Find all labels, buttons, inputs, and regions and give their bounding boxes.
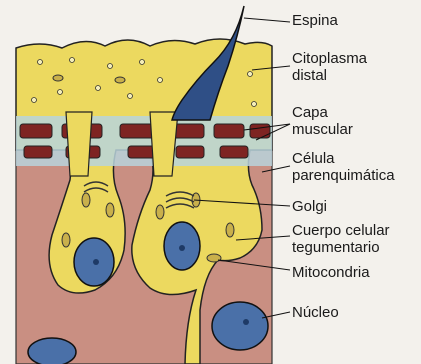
label-spine-text: Espina (292, 12, 338, 29)
label-parenchymal-cell-line2: parenquimática (292, 167, 395, 184)
label-muscle-layer-line1: Capa (292, 104, 353, 121)
parenchyma-nucleus-bottom-left (28, 338, 76, 364)
label-distal-cytoplasm: Citoplasma distal (292, 50, 367, 84)
label-parenchymal-cell-line1: Célula (292, 150, 395, 167)
label-distal-cytoplasm-line1: Citoplasma (292, 50, 367, 67)
label-muscle-layer-line2: muscular (292, 121, 353, 138)
label-nucleus: Núcleo (292, 304, 339, 321)
label-golgi: Golgi (292, 198, 327, 215)
label-tegument-cell-body: Cuerpo celular tegumentario (292, 222, 390, 256)
label-mitochondria: Mitocondria (292, 264, 370, 281)
label-tegument-cell-body-line1: Cuerpo celular (292, 222, 390, 239)
label-nucleus-text: Núcleo (292, 304, 339, 321)
label-parenchymal-cell: Célula parenquimática (292, 150, 395, 184)
label-spine: Espina (292, 12, 338, 29)
label-tegument-cell-body-line2: tegumentario (292, 239, 390, 256)
label-golgi-text: Golgi (292, 198, 327, 215)
label-muscle-layer: Capa muscular (292, 104, 353, 138)
label-distal-cytoplasm-line2: distal (292, 67, 367, 84)
parenchyma-nucleus-lower (212, 302, 268, 350)
label-mitochondria-text: Mitocondria (292, 264, 370, 281)
